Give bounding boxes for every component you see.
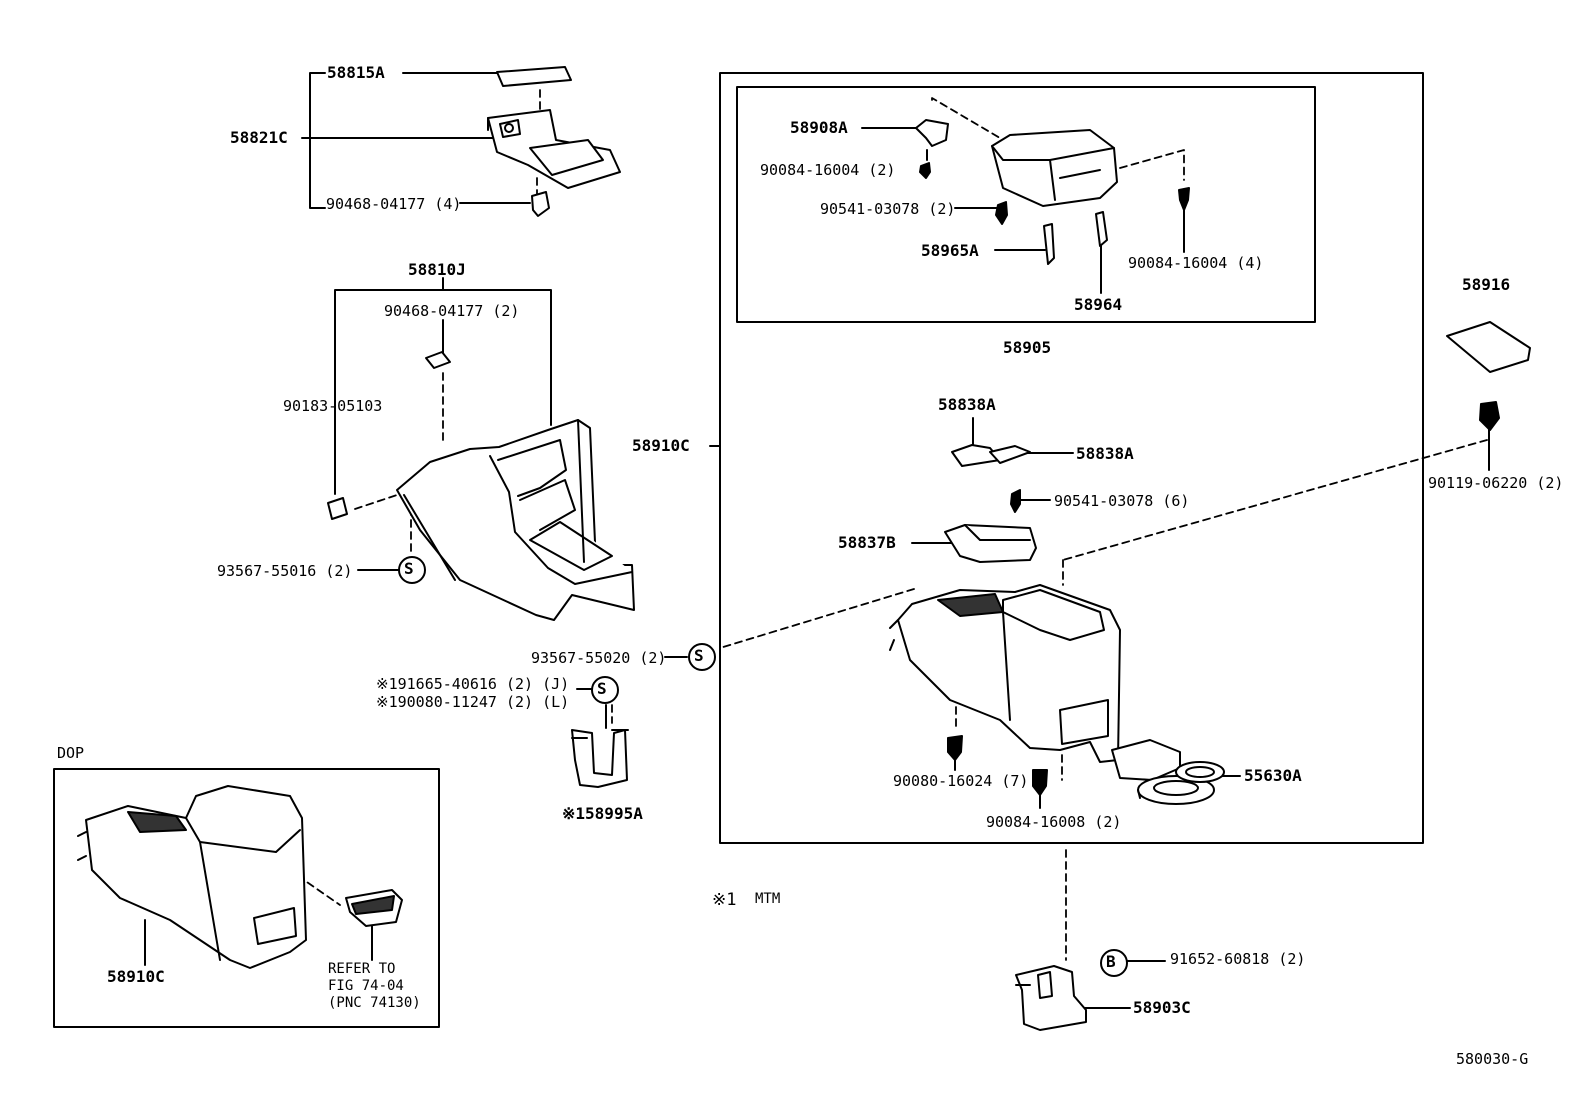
part-label-58908A[interactable]: 58908A (790, 118, 848, 137)
part-label-90183-05103[interactable]: 90183-05103 (283, 397, 383, 415)
part-label-93567-55016[interactable]: 93567-55016 (2) (217, 562, 353, 580)
s-symbol-2 (688, 643, 716, 671)
part-label-58964[interactable]: 58964 (1074, 295, 1123, 314)
dop-title: DOP (57, 744, 85, 762)
part-label-90084-16008[interactable]: 90084-16008 (2) (986, 813, 1122, 831)
s-symbol-letter: S (597, 679, 607, 698)
refer-note-line1: REFER TO (328, 961, 396, 977)
mtm-mark: ※1 (712, 890, 737, 910)
part-label-90468-04177-2[interactable]: 90468-04177 (2) (384, 302, 520, 320)
part-label-58916[interactable]: 58916 (1462, 275, 1511, 294)
part-label-58905[interactable]: 58905 (1003, 338, 1052, 357)
s-symbol-1 (398, 556, 426, 584)
part-bracket-58821C (487, 109, 621, 189)
part-clip-90183 (327, 497, 348, 520)
dop-frame (53, 768, 440, 1028)
part-label-58965A[interactable]: 58965A (921, 241, 979, 260)
part-label-90541-03078-6[interactable]: 90541-03078 (6) (1054, 492, 1190, 510)
part-pad-58815A (496, 66, 572, 87)
part-label-58821C[interactable]: 58821C (230, 128, 288, 147)
part-label-90541-03078-2[interactable]: 90541-03078 (2) (820, 200, 956, 218)
part-bracket-58903C (1015, 965, 1087, 1031)
part-ashtray-dop (345, 889, 403, 927)
part-cupholder-55630A (1111, 739, 1225, 805)
part-clip-90468 (425, 191, 550, 369)
screws (919, 162, 1500, 796)
s-symbol-3 (591, 676, 619, 704)
part-hinge-58908A (915, 119, 949, 147)
part-console-58910C (889, 584, 1121, 763)
armrest-subassembly-frame (736, 86, 1316, 323)
part-label-91665-40616[interactable]: ※191665-40616 (2) (J) (376, 675, 570, 693)
part-label-58995A[interactable]: ※158995A (562, 804, 643, 823)
part-label-58903C[interactable]: 58903C (1133, 998, 1191, 1017)
figure-code: 580030-G (1456, 1050, 1529, 1068)
part-label-90080-11247[interactable]: ※190080-11247 (2) (L) (376, 693, 570, 711)
part-label-90080-16024[interactable]: 90080-16024 (7) (893, 772, 1029, 790)
refer-note-line3: (PNC 74130) (328, 995, 421, 1011)
b-symbol-letter: B (1106, 952, 1116, 971)
part-label-90084-16004-2[interactable]: 90084-16004 (2) (760, 161, 896, 179)
part-pad-58916 (1446, 321, 1531, 373)
mtm-note: MTM (755, 891, 781, 907)
part-label-58838A[interactable]: 58838A (1076, 444, 1134, 463)
part-label-91652-60818[interactable]: 91652-60818 (2) (1170, 950, 1306, 968)
part-label-58837B[interactable]: 58837B (838, 533, 896, 552)
part-label-90119-06220[interactable]: 90119-06220 (2) (1428, 474, 1564, 492)
part-label-55630A[interactable]: 55630A (1244, 766, 1302, 785)
part-label-93567-55020[interactable]: 93567-55020 (2) (531, 649, 667, 667)
refer-note-line2: FIG 74-04 (328, 978, 404, 994)
part-latches (1043, 211, 1108, 265)
part-console-58810J (396, 419, 635, 621)
part-label-58910C[interactable]: 58910C (632, 436, 690, 455)
part-label-58815A[interactable]: 58815A (327, 63, 385, 82)
part-label-58838A[interactable]: 58838A (938, 395, 996, 414)
part-label-58810J[interactable]: 58810J (408, 260, 466, 279)
s-symbol-letter: S (694, 646, 704, 665)
part-console-dop (77, 785, 307, 969)
leader-lines (144, 72, 1490, 1009)
s-symbol-letter: S (404, 559, 414, 578)
b-symbol (1100, 949, 1128, 977)
part-stopper-58838A (951, 444, 1031, 467)
part-tray-58837B (944, 524, 1037, 563)
part-label-90084-16004-4[interactable]: 90084-16004 (4) (1128, 254, 1264, 272)
part-armrest-lid (991, 129, 1118, 207)
part-label-90468-04177-4[interactable]: 90468-04177 (4) (326, 195, 462, 213)
part-bracket-58995A (571, 729, 629, 788)
part-label-58910C-dop[interactable]: 58910C (107, 967, 165, 986)
